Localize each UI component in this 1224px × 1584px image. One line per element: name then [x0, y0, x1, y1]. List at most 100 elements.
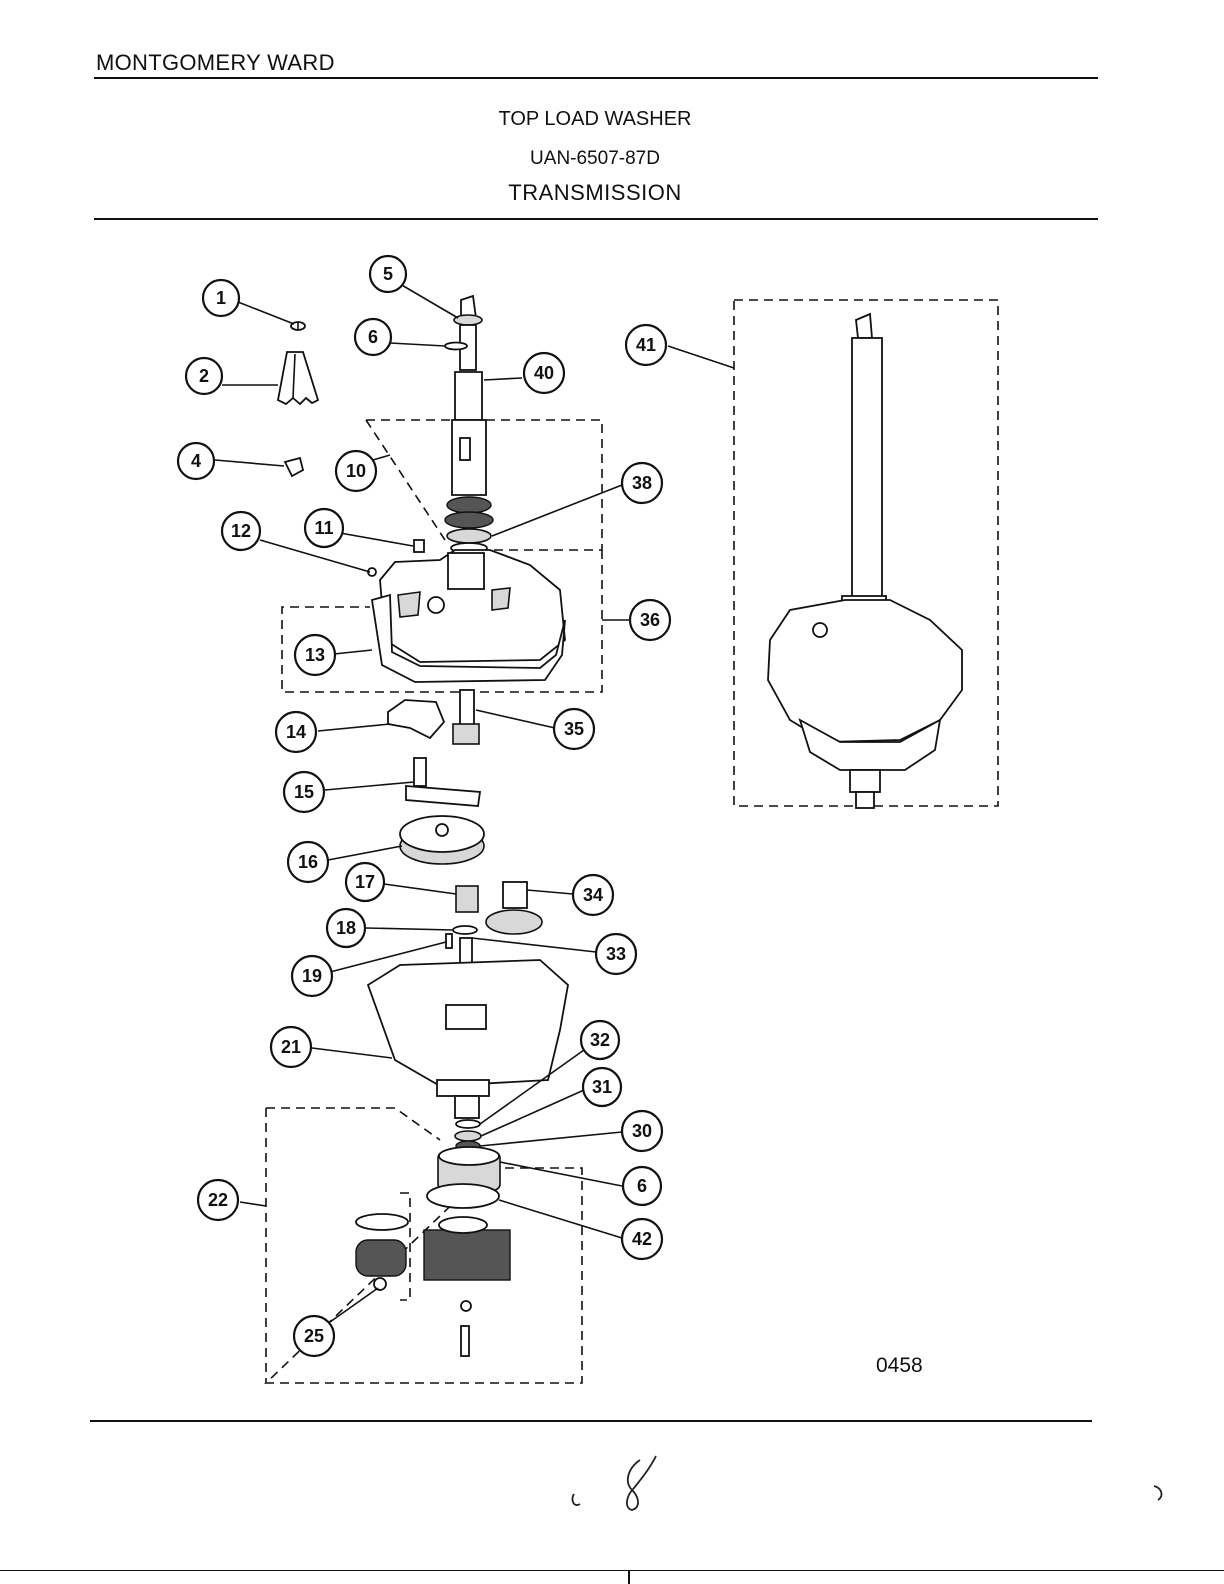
svg-text:21: 21 [281, 1037, 301, 1057]
svg-text:5: 5 [383, 264, 393, 284]
svg-text:31: 31 [592, 1077, 612, 1097]
svg-text:41: 41 [636, 335, 656, 355]
leader-34 [526, 889, 574, 895]
callout-14: 14 [274, 710, 318, 754]
svg-text:40: 40 [534, 363, 554, 383]
leader-19 [329, 941, 447, 973]
part-41-transmission-assembly [767, 312, 963, 809]
part-35-pinion [452, 689, 480, 745]
leader-25 [329, 1287, 379, 1323]
part-32-washer [455, 1119, 481, 1129]
leader-10 [372, 454, 391, 461]
part-19-pin [445, 933, 453, 949]
callout-41: 41 [624, 323, 668, 367]
callout-36: 36 [628, 598, 672, 642]
svg-text:18: 18 [336, 918, 356, 938]
leader-22 [239, 1201, 267, 1207]
part-18-washer [452, 925, 478, 935]
leader-18 [365, 927, 454, 931]
callout-15: 15 [282, 770, 326, 814]
callout-11: 11 [303, 507, 345, 549]
leader-17 [383, 883, 457, 895]
svg-text:33: 33 [606, 944, 626, 964]
part-15-crank [405, 757, 482, 807]
callout-38: 38 [620, 461, 664, 505]
callout-5: 5 [368, 254, 408, 294]
callout-6b: 6 [621, 1165, 663, 1207]
bracket-22-inner [400, 1192, 411, 1301]
bottom-tick [628, 1570, 630, 1584]
part-34-idler [485, 881, 543, 935]
svg-text:1: 1 [216, 288, 226, 308]
svg-text:42: 42 [632, 1229, 652, 1249]
leader-6b [499, 1161, 623, 1187]
header-rule-top [94, 77, 1098, 79]
footer-rule [90, 1420, 1092, 1422]
callout-34: 34 [571, 873, 615, 917]
callout-6a: 6 [353, 317, 393, 357]
callout-16: 16 [286, 840, 330, 884]
callout-35: 35 [552, 707, 596, 751]
part-clutch-block [423, 1216, 511, 1281]
part-21-gearcase [366, 959, 569, 1119]
callout-10: 10 [334, 449, 378, 493]
leader-14 [317, 723, 391, 732]
callout-32: 32 [579, 1019, 621, 1061]
callout-2: 2 [184, 356, 224, 396]
callout-21: 21 [269, 1025, 313, 1069]
part-42-ring [426, 1183, 500, 1209]
callout-22: 22 [196, 1178, 240, 1222]
handwritten-mark-small [571, 1493, 581, 1506]
leader-5 [399, 283, 459, 319]
part-13-gasket [370, 593, 566, 683]
part-25-clip [373, 1277, 387, 1291]
leader-15 [324, 781, 415, 791]
leader-41 [667, 345, 735, 369]
svg-text:32: 32 [590, 1030, 610, 1050]
callout-40: 40 [522, 351, 566, 395]
part-bolt [460, 1325, 470, 1357]
svg-text:25: 25 [304, 1326, 324, 1346]
svg-text:34: 34 [583, 885, 603, 905]
handwritten-mark [626, 1455, 657, 1511]
callout-13: 13 [293, 633, 337, 677]
part-bearing [355, 1239, 407, 1277]
svg-text:15: 15 [294, 782, 314, 802]
section-title: TRANSMISSION [508, 180, 682, 205]
part-36-cover [379, 549, 566, 663]
svg-text:35: 35 [564, 719, 584, 739]
leader-21 [311, 1047, 393, 1059]
assembly-box-36 [281, 550, 603, 693]
callout-4: 4 [176, 441, 216, 481]
part-snap-ring [355, 1213, 409, 1231]
drawing-number: 0458 [876, 1354, 923, 1377]
callout-42: 42 [620, 1217, 664, 1261]
svg-text:17: 17 [355, 872, 375, 892]
svg-text:12: 12 [231, 521, 251, 541]
svg-text:38: 38 [632, 473, 652, 493]
leader-12 [259, 539, 371, 573]
part-17-pinion [455, 885, 479, 913]
svg-text:30: 30 [632, 1121, 652, 1141]
part-1-nut [290, 321, 306, 331]
callout-18: 18 [325, 907, 367, 949]
callout-19: 19 [290, 954, 334, 998]
svg-text:36: 36 [640, 610, 660, 630]
leader-11 [339, 532, 414, 547]
leader-13 [333, 649, 373, 655]
svg-text:16: 16 [298, 852, 318, 872]
leader-6a [389, 342, 446, 347]
svg-text:13: 13 [305, 645, 325, 665]
svg-text:10: 10 [346, 461, 366, 481]
leader-30 [479, 1131, 623, 1147]
part-6-pulley [437, 1146, 501, 1191]
part-14-shifter [387, 699, 446, 740]
leader-35 [475, 709, 556, 729]
callout-30: 30 [620, 1109, 664, 1153]
svg-text:4: 4 [191, 451, 201, 471]
svg-text:22: 22 [208, 1190, 228, 1210]
dash-10-diagonal [365, 419, 446, 541]
part-nut-small [460, 1300, 472, 1312]
svg-text:6: 6 [368, 327, 378, 347]
